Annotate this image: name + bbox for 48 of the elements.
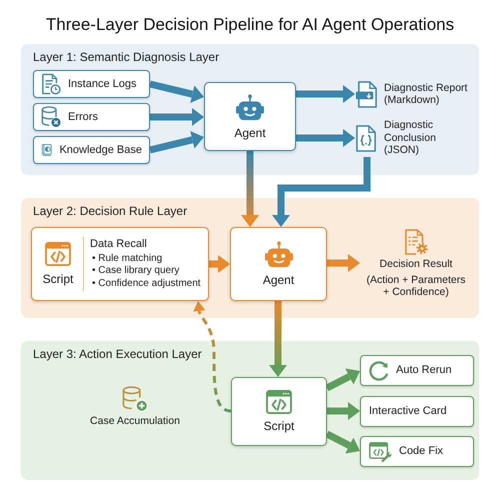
layer-title: Layer 1: Semantic Diagnosis Layer: [33, 50, 220, 65]
source-card: [33, 136, 150, 164]
source-card: [33, 103, 150, 131]
diagram-title: Three-Layer Decision Pipeline for AI Agent Operations: [46, 14, 454, 35]
box-label: Script: [42, 272, 74, 286]
list-heading: Data Recall: [90, 238, 148, 251]
arrow: [241, 151, 259, 227]
card-label: Interactive Card: [369, 405, 447, 418]
layer-title: Layer 3: Action Execution Layer: [33, 347, 202, 362]
card-label: Auto Rerun: [396, 364, 452, 377]
agent-box: [230, 227, 327, 301]
layer-panel: [21, 198, 479, 318]
box-label: Agent: [234, 126, 266, 140]
card-label: Code Fix: [399, 445, 444, 458]
arrow: [149, 80, 204, 103]
arrow: [296, 129, 355, 147]
arrow: [149, 131, 204, 154]
arrow: [327, 402, 360, 420]
arrow: [150, 108, 204, 126]
annotation-label: Case Accumulation: [90, 415, 180, 428]
bullet-item: • Case library query: [92, 265, 180, 278]
output-label: Diagnostic Conclusion (JSON): [384, 119, 437, 157]
result-label: Decision Result: [380, 258, 452, 270]
arrow: [209, 255, 230, 273]
agent-box: [204, 82, 296, 151]
arrow: [269, 301, 287, 377]
result-label: (Action + Parameters + Confidence): [366, 274, 466, 298]
action-box: [360, 396, 474, 427]
layer-title: Layer 2: Decision Rule Layer: [33, 204, 188, 219]
card-label: Knowledge Base: [59, 144, 142, 156]
layer-panel: [21, 341, 479, 480]
script-box: [31, 227, 209, 301]
arrow: [296, 85, 355, 103]
box-label: Script: [264, 419, 294, 433]
arrow: [327, 254, 360, 272]
box-label: Agent: [262, 273, 294, 287]
layer-panel: [21, 44, 479, 175]
action-box: [360, 355, 474, 386]
bullet-item: • Rule matching: [92, 252, 162, 266]
card-label: Errors: [68, 110, 98, 124]
output-label: Diagnostic Report (Markdown): [384, 82, 468, 106]
agent-box: [231, 377, 327, 446]
card-label: Instance Logs: [68, 78, 136, 90]
arrow: [325, 430, 360, 454]
bullet-item: • Confidence adjustment: [92, 278, 201, 290]
source-card: [33, 70, 150, 98]
arrow: [325, 368, 360, 392]
action-box: [360, 436, 474, 467]
